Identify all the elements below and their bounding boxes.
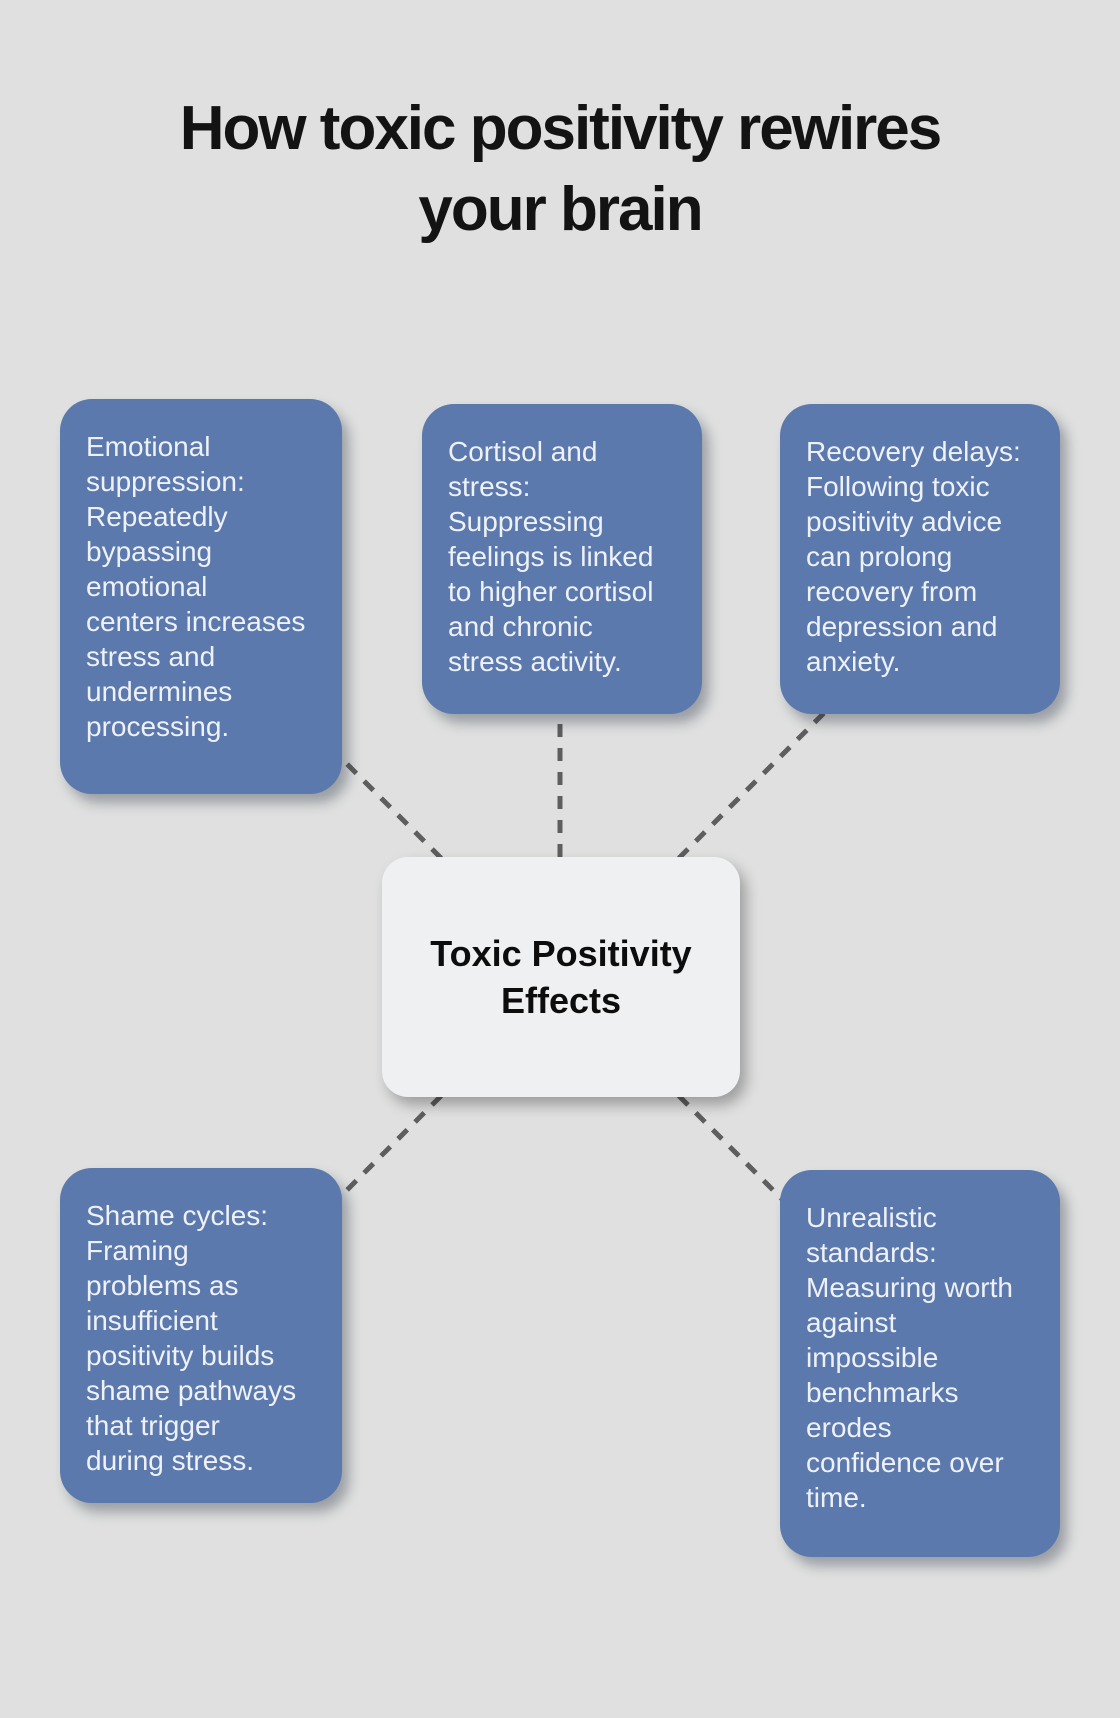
- node-shame-cycles-text: Shame cycles: Framing problems as insuff…: [86, 1200, 297, 1476]
- node-recovery-delays-text: Recovery delays: Following toxic positiv…: [806, 436, 1021, 677]
- center-node-toxic-positivity-effects: Toxic Positivity Effects: [382, 857, 740, 1097]
- node-cortisol-and-stress: Cortisol and stress: Suppressing feeling…: [422, 404, 702, 714]
- node-cortisol-and-stress-text: Cortisol and stress: Suppressing feeling…: [448, 436, 654, 677]
- center-node-label: Toxic Positivity Effects: [430, 933, 692, 1021]
- node-shame-cycles: Shame cycles: Framing problems as insuff…: [60, 1168, 342, 1503]
- page-title: How toxic positivity rewires your brain: [179, 94, 943, 244]
- node-unrealistic-standards-text: Unrealistic standards: Measuring worth a…: [806, 1202, 1013, 1513]
- node-emotional-suppression-text: Emotional suppression: Repeatedly bypass…: [86, 431, 306, 742]
- node-recovery-delays: Recovery delays: Following toxic positiv…: [780, 404, 1060, 714]
- node-emotional-suppression: Emotional suppression: Repeatedly bypass…: [60, 399, 342, 794]
- node-unrealistic-standards: Unrealistic standards: Measuring worth a…: [780, 1170, 1060, 1557]
